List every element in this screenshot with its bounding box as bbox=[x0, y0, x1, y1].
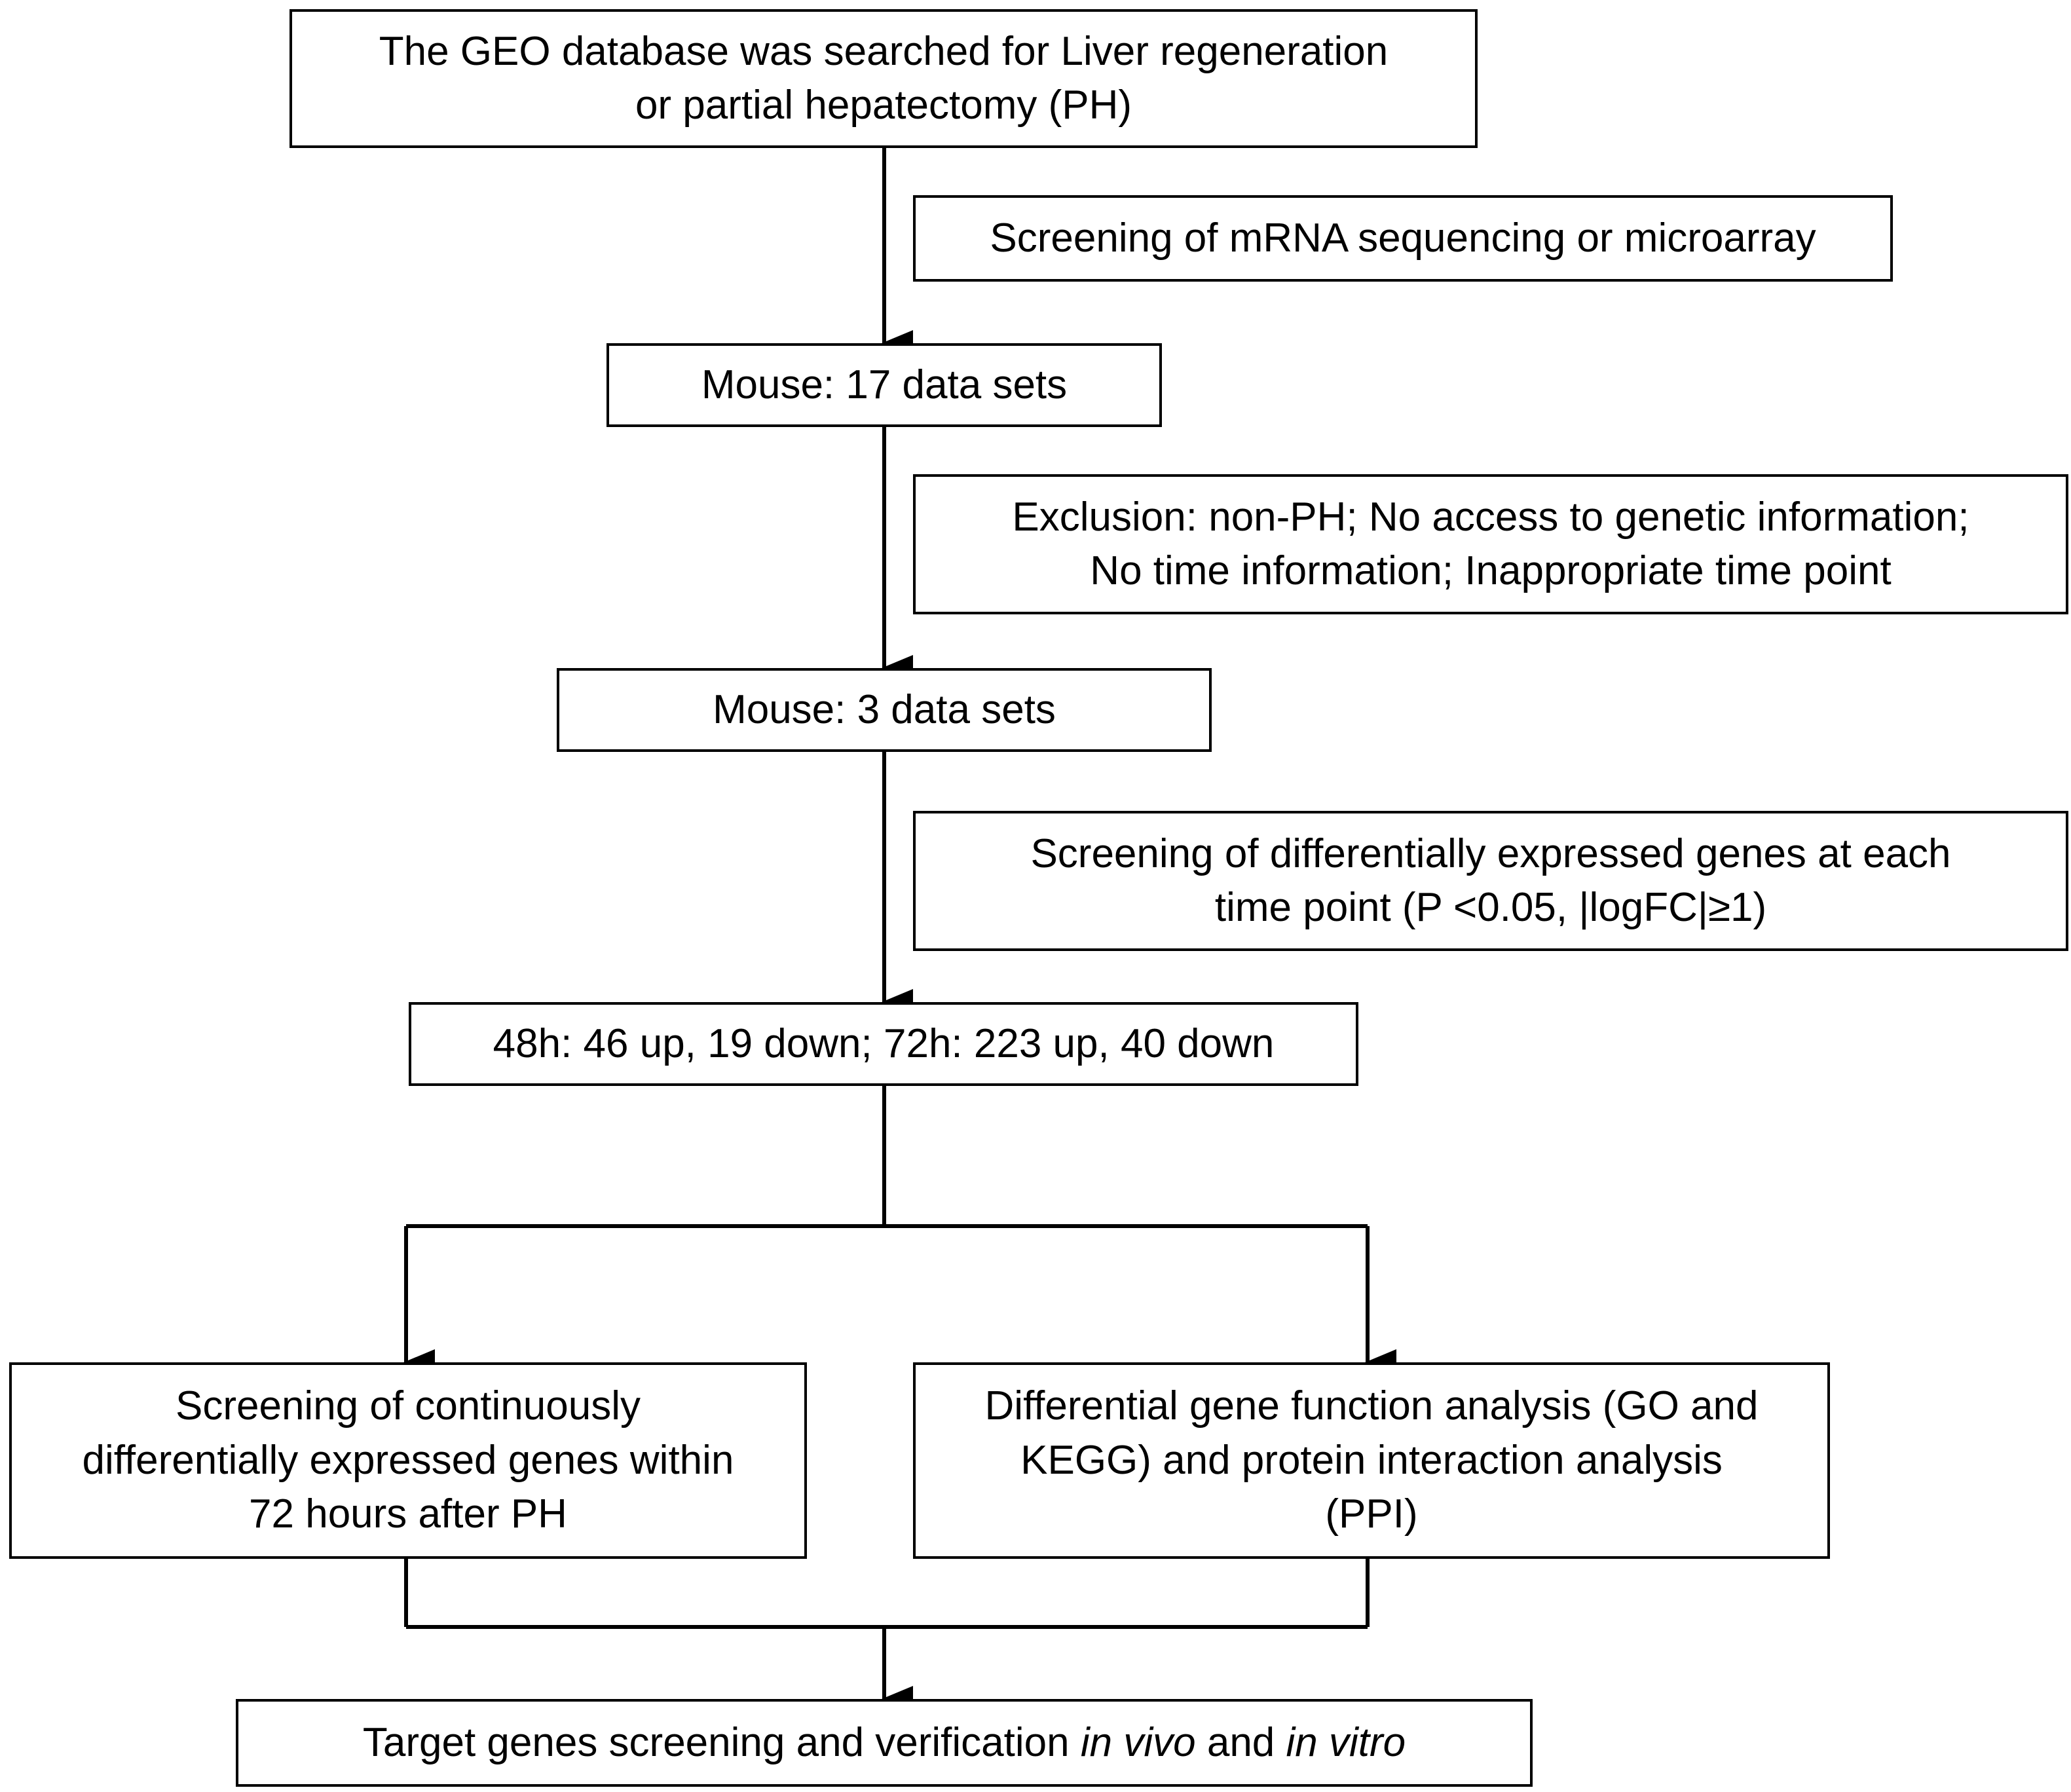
continuous-deg-box: Screening of continuously differentially… bbox=[9, 1362, 807, 1559]
target-genes-in-vivo: in vivo bbox=[1080, 1719, 1196, 1765]
target-genes-prefix: Target genes screening and verification bbox=[362, 1719, 1081, 1765]
mrna-screening-text: Screening of mRNA sequencing or microarr… bbox=[990, 215, 1816, 261]
deg-screening-line-2: time point (P <0.05, |logFC|≥1) bbox=[1214, 885, 1767, 930]
exclusion-line-1: Exclusion: non-PH; No access to genetic … bbox=[1012, 494, 1969, 540]
mouse-3-datasets-box: Mouse: 3 data sets bbox=[557, 668, 1212, 752]
exclusion-criteria-box: Exclusion: non-PH; No access to genetic … bbox=[913, 474, 2068, 614]
deg-screening-line-1: Screening of differentially expressed ge… bbox=[1030, 831, 1951, 876]
function-analysis-line-1: Differential gene function analysis (GO … bbox=[984, 1383, 1759, 1429]
exclusion-line-2: No time information; Inappropriate time … bbox=[1090, 548, 1892, 593]
target-genes-box: Target genes screening and verification … bbox=[236, 1699, 1533, 1787]
mouse-17-datasets-box: Mouse: 17 data sets bbox=[606, 343, 1162, 427]
deg-screening-box: Screening of differentially expressed ge… bbox=[913, 811, 2068, 951]
continuous-deg-line-2: differentially expressed genes within bbox=[82, 1437, 734, 1483]
continuous-deg-line-1: Screening of continuously bbox=[175, 1383, 641, 1429]
function-analysis-line-3: (PPI) bbox=[1325, 1491, 1418, 1537]
target-genes-in-vitro: in vitro bbox=[1286, 1719, 1406, 1765]
target-genes-text: Target genes screening and verification … bbox=[363, 1716, 1406, 1770]
function-analysis-box: Differential gene function analysis (GO … bbox=[913, 1362, 1830, 1559]
mrna-screening-box: Screening of mRNA sequencing or microarr… bbox=[913, 195, 1893, 282]
deg-counts-box: 48h: 46 up, 19 down; 72h: 223 up, 40 dow… bbox=[409, 1002, 1358, 1086]
geo-search-line-1: The GEO database was searched for Liver … bbox=[379, 28, 1389, 74]
target-genes-middle: and bbox=[1195, 1719, 1286, 1765]
continuous-deg-line-3: 72 hours after PH bbox=[249, 1491, 567, 1537]
mouse-17-datasets-text: Mouse: 17 data sets bbox=[701, 362, 1068, 407]
geo-search-box: The GEO database was searched for Liver … bbox=[289, 9, 1478, 148]
deg-counts-text: 48h: 46 up, 19 down; 72h: 223 up, 40 dow… bbox=[493, 1020, 1275, 1066]
geo-search-line-2: or partial hepatectomy (PH) bbox=[635, 83, 1132, 128]
function-analysis-line-2: KEGG) and protein interaction analysis bbox=[1020, 1437, 1723, 1483]
mouse-3-datasets-text: Mouse: 3 data sets bbox=[713, 686, 1056, 732]
